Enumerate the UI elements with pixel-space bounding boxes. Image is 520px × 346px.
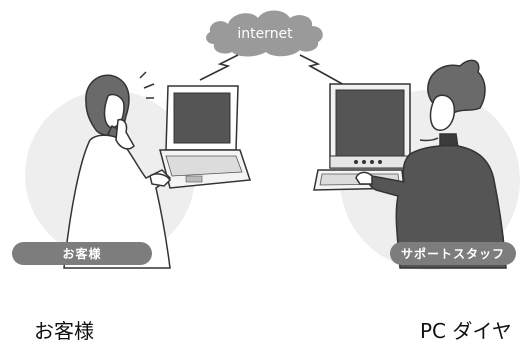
cloud-label: internet	[237, 26, 293, 42]
customer-badge: お客様	[12, 242, 152, 265]
internet-cloud-icon: internet	[206, 10, 323, 57]
staff-person-icon	[355, 59, 507, 269]
customer-caption: お客様	[34, 319, 94, 343]
support-staff-badge: サポートスタッフ	[390, 242, 516, 265]
customer-laptop-icon	[159, 85, 252, 189]
customer-person-icon	[63, 71, 172, 269]
left-signal-bolt-icon	[199, 54, 239, 81]
staff-monitor-icon	[313, 83, 411, 191]
pc-dial-caption: PC ダイヤ	[420, 319, 512, 343]
right-signal-bolt-icon	[299, 54, 347, 87]
